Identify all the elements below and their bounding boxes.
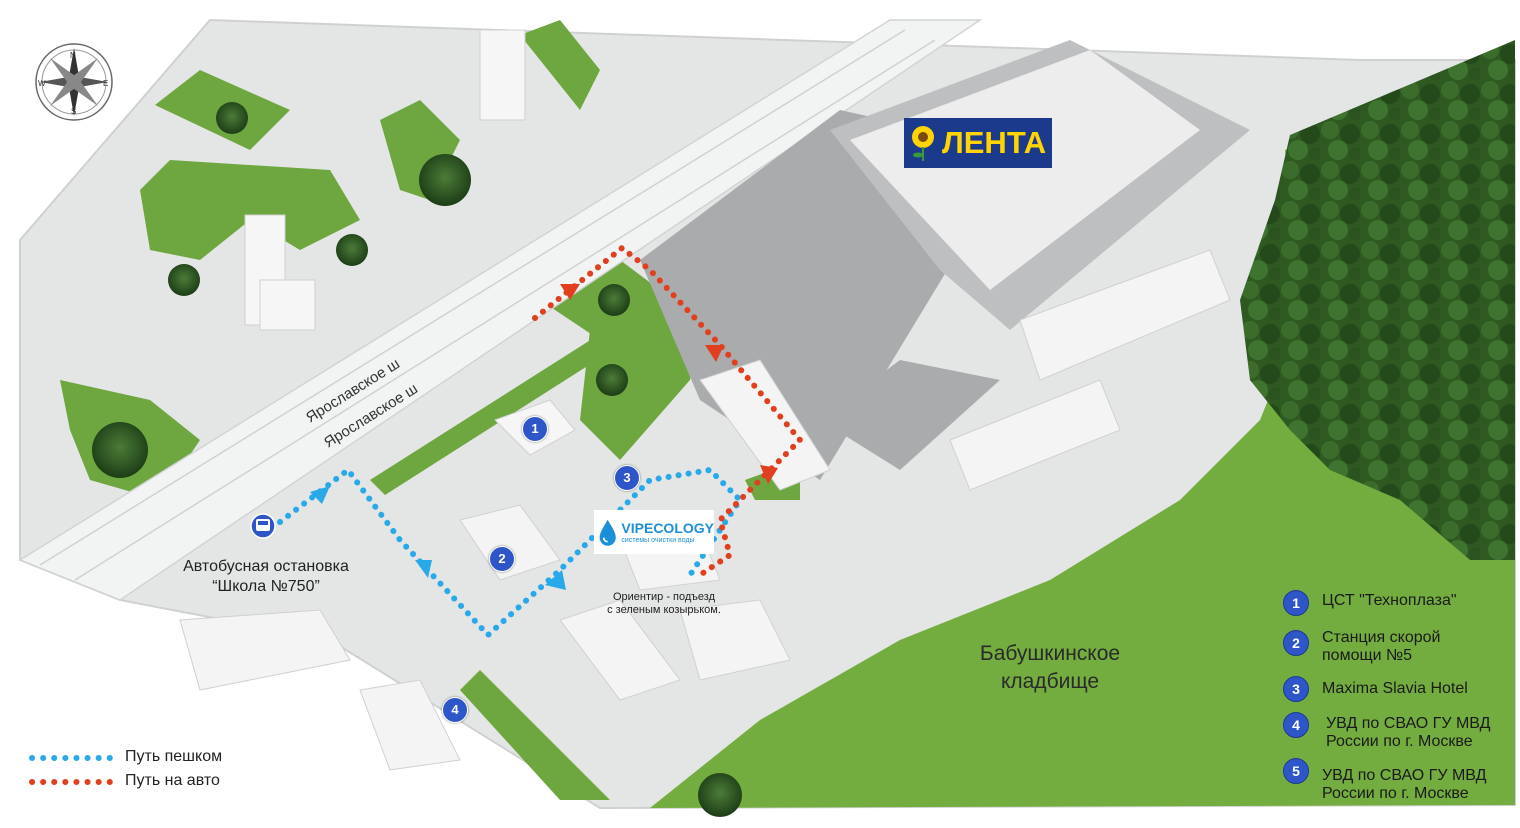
building — [179, 609, 351, 691]
legend-text-5-line2: России по г. Москве — [1322, 785, 1469, 802]
company-name: VIPECOLOGY — [621, 519, 714, 536]
tree — [596, 364, 628, 396]
bus-stop-label-line1: Автобусная остановка — [183, 558, 349, 575]
landmark-note: Ориентир - подъезд с зеленым козырьком. — [596, 591, 732, 617]
compass-w: W — [38, 79, 46, 88]
legend-text-5: УВД по СВАО ГУ МВД России по г. Москве — [1322, 767, 1486, 803]
legend-text-3: Maxima Slavia Hotel — [1322, 680, 1468, 697]
legend-badge-3: 3 — [1283, 676, 1309, 702]
bus-stop-icon — [250, 513, 276, 539]
compass-icon — [35, 43, 113, 121]
tree — [168, 264, 200, 296]
tree — [216, 102, 248, 134]
company-tagline: системы очистки воды — [621, 536, 695, 544]
bus-stop-label: Автобусная остановка “Школа №750” — [166, 557, 366, 597]
legend-text-2: Станция скорой помощи №5 — [1322, 629, 1440, 665]
walk-arrow — [310, 486, 330, 504]
water-drop-icon — [599, 519, 616, 546]
building — [479, 29, 526, 121]
grass-patch — [140, 160, 360, 260]
car-legend-label: Путь на авто — [125, 772, 220, 789]
building — [699, 359, 831, 491]
legend-badge-4: 4 — [1283, 712, 1309, 738]
poi-marker-1[interactable]: 1 — [522, 416, 548, 442]
car-arrow — [560, 284, 580, 300]
tree — [92, 422, 148, 478]
car-arrow — [705, 345, 724, 362]
building — [559, 599, 681, 701]
store-roof — [850, 50, 1200, 290]
tree — [698, 773, 742, 817]
poi-marker-2[interactable]: 2 — [489, 546, 515, 572]
legend-badge-2: 2 — [1283, 630, 1309, 656]
cemetery-label: Бабушкинское кладбище — [960, 640, 1140, 696]
grass-patch — [460, 670, 610, 800]
building — [259, 279, 316, 331]
highway-divider — [74, 39, 936, 581]
building — [679, 599, 791, 681]
sunflower-icon — [912, 126, 934, 161]
bus-stop-label-line2: “Школа №750” — [212, 578, 320, 595]
store-annex — [820, 360, 1000, 470]
forest-area — [1240, 40, 1515, 560]
grass-patch — [580, 320, 700, 460]
tree — [419, 154, 471, 206]
poi-marker-3[interactable]: 3 — [614, 465, 640, 491]
building — [359, 679, 461, 771]
legend-badge-1: 1 — [1283, 590, 1309, 616]
tree — [336, 234, 368, 266]
legend-badge-5: 5 — [1283, 758, 1309, 784]
walk-arrow — [415, 560, 432, 578]
building — [459, 504, 561, 581]
legend-text-4: УВД по СВАО ГУ МВД России по г. Москве — [1326, 715, 1490, 751]
lenta-logo-text: ЛЕНТА — [942, 125, 1047, 160]
vipecology-logo: VIPECOLOGY системы очистки воды — [594, 510, 714, 554]
compass-s: S — [71, 107, 76, 116]
landmark-note-line1: Ориентир - подъезд — [612, 591, 716, 603]
highway-divider — [39, 29, 906, 566]
cemetery-label-line1: Бабушкинское — [979, 642, 1121, 665]
compass-e: E — [103, 79, 108, 88]
grass-patch — [520, 20, 600, 110]
highway — [18, 19, 983, 601]
car-arrow — [760, 465, 778, 484]
building — [949, 379, 1121, 491]
walk-legend-label: Путь пешком — [125, 748, 223, 765]
legend-text-4-line1: УВД по СВАО ГУ МВД — [1326, 715, 1491, 732]
building — [1019, 249, 1231, 381]
lenta-logo: ЛЕНТА — [904, 118, 1052, 168]
legend-text-2-line2: помощи №5 — [1322, 647, 1413, 664]
cemetery-label-line2: кладбище — [1000, 670, 1100, 693]
landmark-note-line2: с зеленым козырьком. — [607, 604, 721, 616]
walk-arrow — [545, 570, 566, 590]
legend-text-4-line2: России по г. Москве — [1326, 733, 1473, 750]
legend-text-5-line1: УВД по СВАО ГУ МВД — [1322, 767, 1487, 784]
legend-text-2-line1: Станция скорой — [1322, 629, 1441, 646]
tree — [598, 284, 630, 316]
poi-marker-4[interactable]: 4 — [442, 697, 468, 723]
compass-n: N — [70, 51, 76, 60]
car-path — [532, 244, 805, 578]
legend-text-1: ЦСТ "Техноплаза" — [1322, 592, 1457, 609]
